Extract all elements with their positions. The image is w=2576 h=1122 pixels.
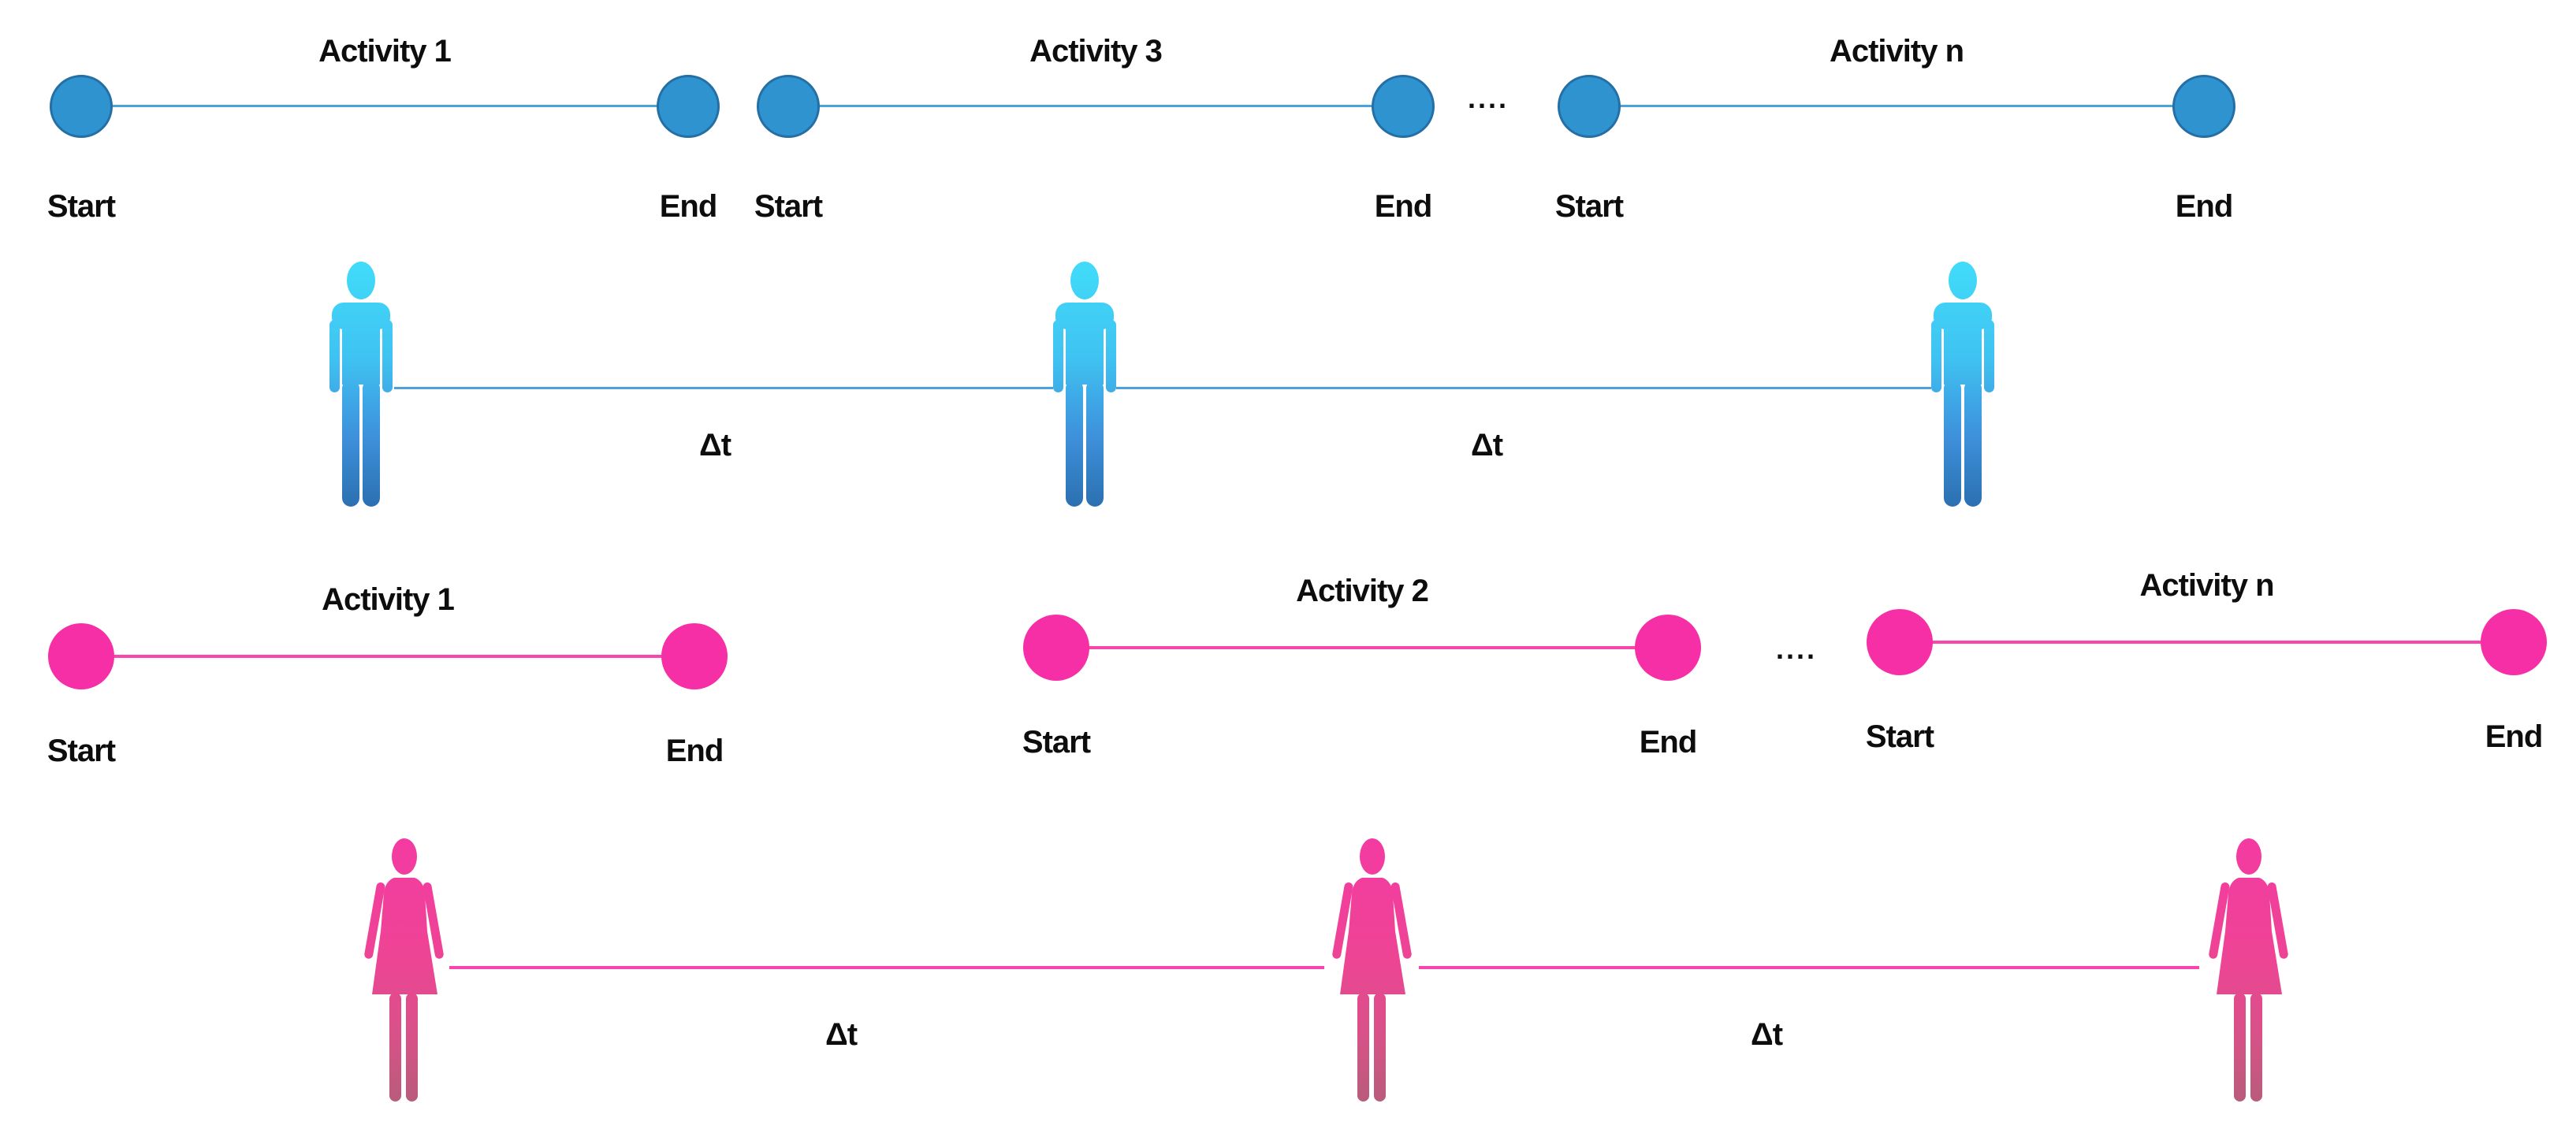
delta-t-label: Δt xyxy=(1750,1017,1783,1052)
ellipsis-dots: .... xyxy=(1467,82,1509,114)
elapsed-time-line xyxy=(1116,387,1931,389)
end-node xyxy=(657,75,720,138)
end-node xyxy=(2172,75,2235,138)
start-label: Start xyxy=(1022,725,1091,760)
activity-line xyxy=(812,105,1379,107)
ellipsis-dots: .... xyxy=(1775,633,1818,665)
start-label: Start xyxy=(1554,189,1624,224)
end-label: End xyxy=(665,734,724,768)
elapsed-time-line xyxy=(1419,966,2199,969)
activity-label: Activity n xyxy=(2139,568,2274,603)
start-label: Start xyxy=(47,189,116,224)
activity-label: Activity 1 xyxy=(322,582,455,617)
start-label: Start xyxy=(754,189,823,224)
male-person-icon xyxy=(1053,262,1116,507)
end-label: End xyxy=(2175,189,2234,224)
end-node xyxy=(2481,609,2547,675)
end-label: End xyxy=(1639,725,1698,760)
end-node xyxy=(1635,615,1701,681)
start-node xyxy=(1867,609,1933,675)
end-label: End xyxy=(659,189,718,224)
activity-label: Activity n xyxy=(1829,34,1964,69)
activity-line xyxy=(1080,646,1644,649)
start-node xyxy=(48,623,114,689)
activity-line xyxy=(1613,105,2180,107)
activity-line xyxy=(105,105,664,107)
start-label: Start xyxy=(47,734,116,768)
start-node xyxy=(1558,75,1621,138)
female-person-icon xyxy=(1332,838,1412,1102)
start-node xyxy=(1023,615,1089,681)
end-node xyxy=(1372,75,1435,138)
end-label: End xyxy=(1374,189,1433,224)
delta-t-label: Δt xyxy=(1470,428,1503,463)
male-person-icon xyxy=(1931,262,1994,507)
start-label: Start xyxy=(1865,719,1934,754)
activity-line xyxy=(105,655,671,658)
activity-label: Activity 1 xyxy=(318,34,452,69)
start-node xyxy=(757,75,820,138)
activity-line xyxy=(1923,641,2490,644)
elapsed-time-line xyxy=(394,387,1053,389)
female-person-icon xyxy=(2209,838,2288,1102)
female-person-icon xyxy=(364,838,444,1102)
male-person-icon xyxy=(329,262,393,507)
delta-t-label: Δt xyxy=(825,1017,858,1052)
elapsed-time-line xyxy=(449,966,1324,969)
activity-label: Activity 2 xyxy=(1296,574,1429,608)
delta-t-label: Δt xyxy=(698,428,731,463)
end-node xyxy=(661,623,728,689)
end-label: End xyxy=(2485,719,2544,754)
activity-label: Activity 3 xyxy=(1029,34,1163,69)
start-node xyxy=(50,75,113,138)
